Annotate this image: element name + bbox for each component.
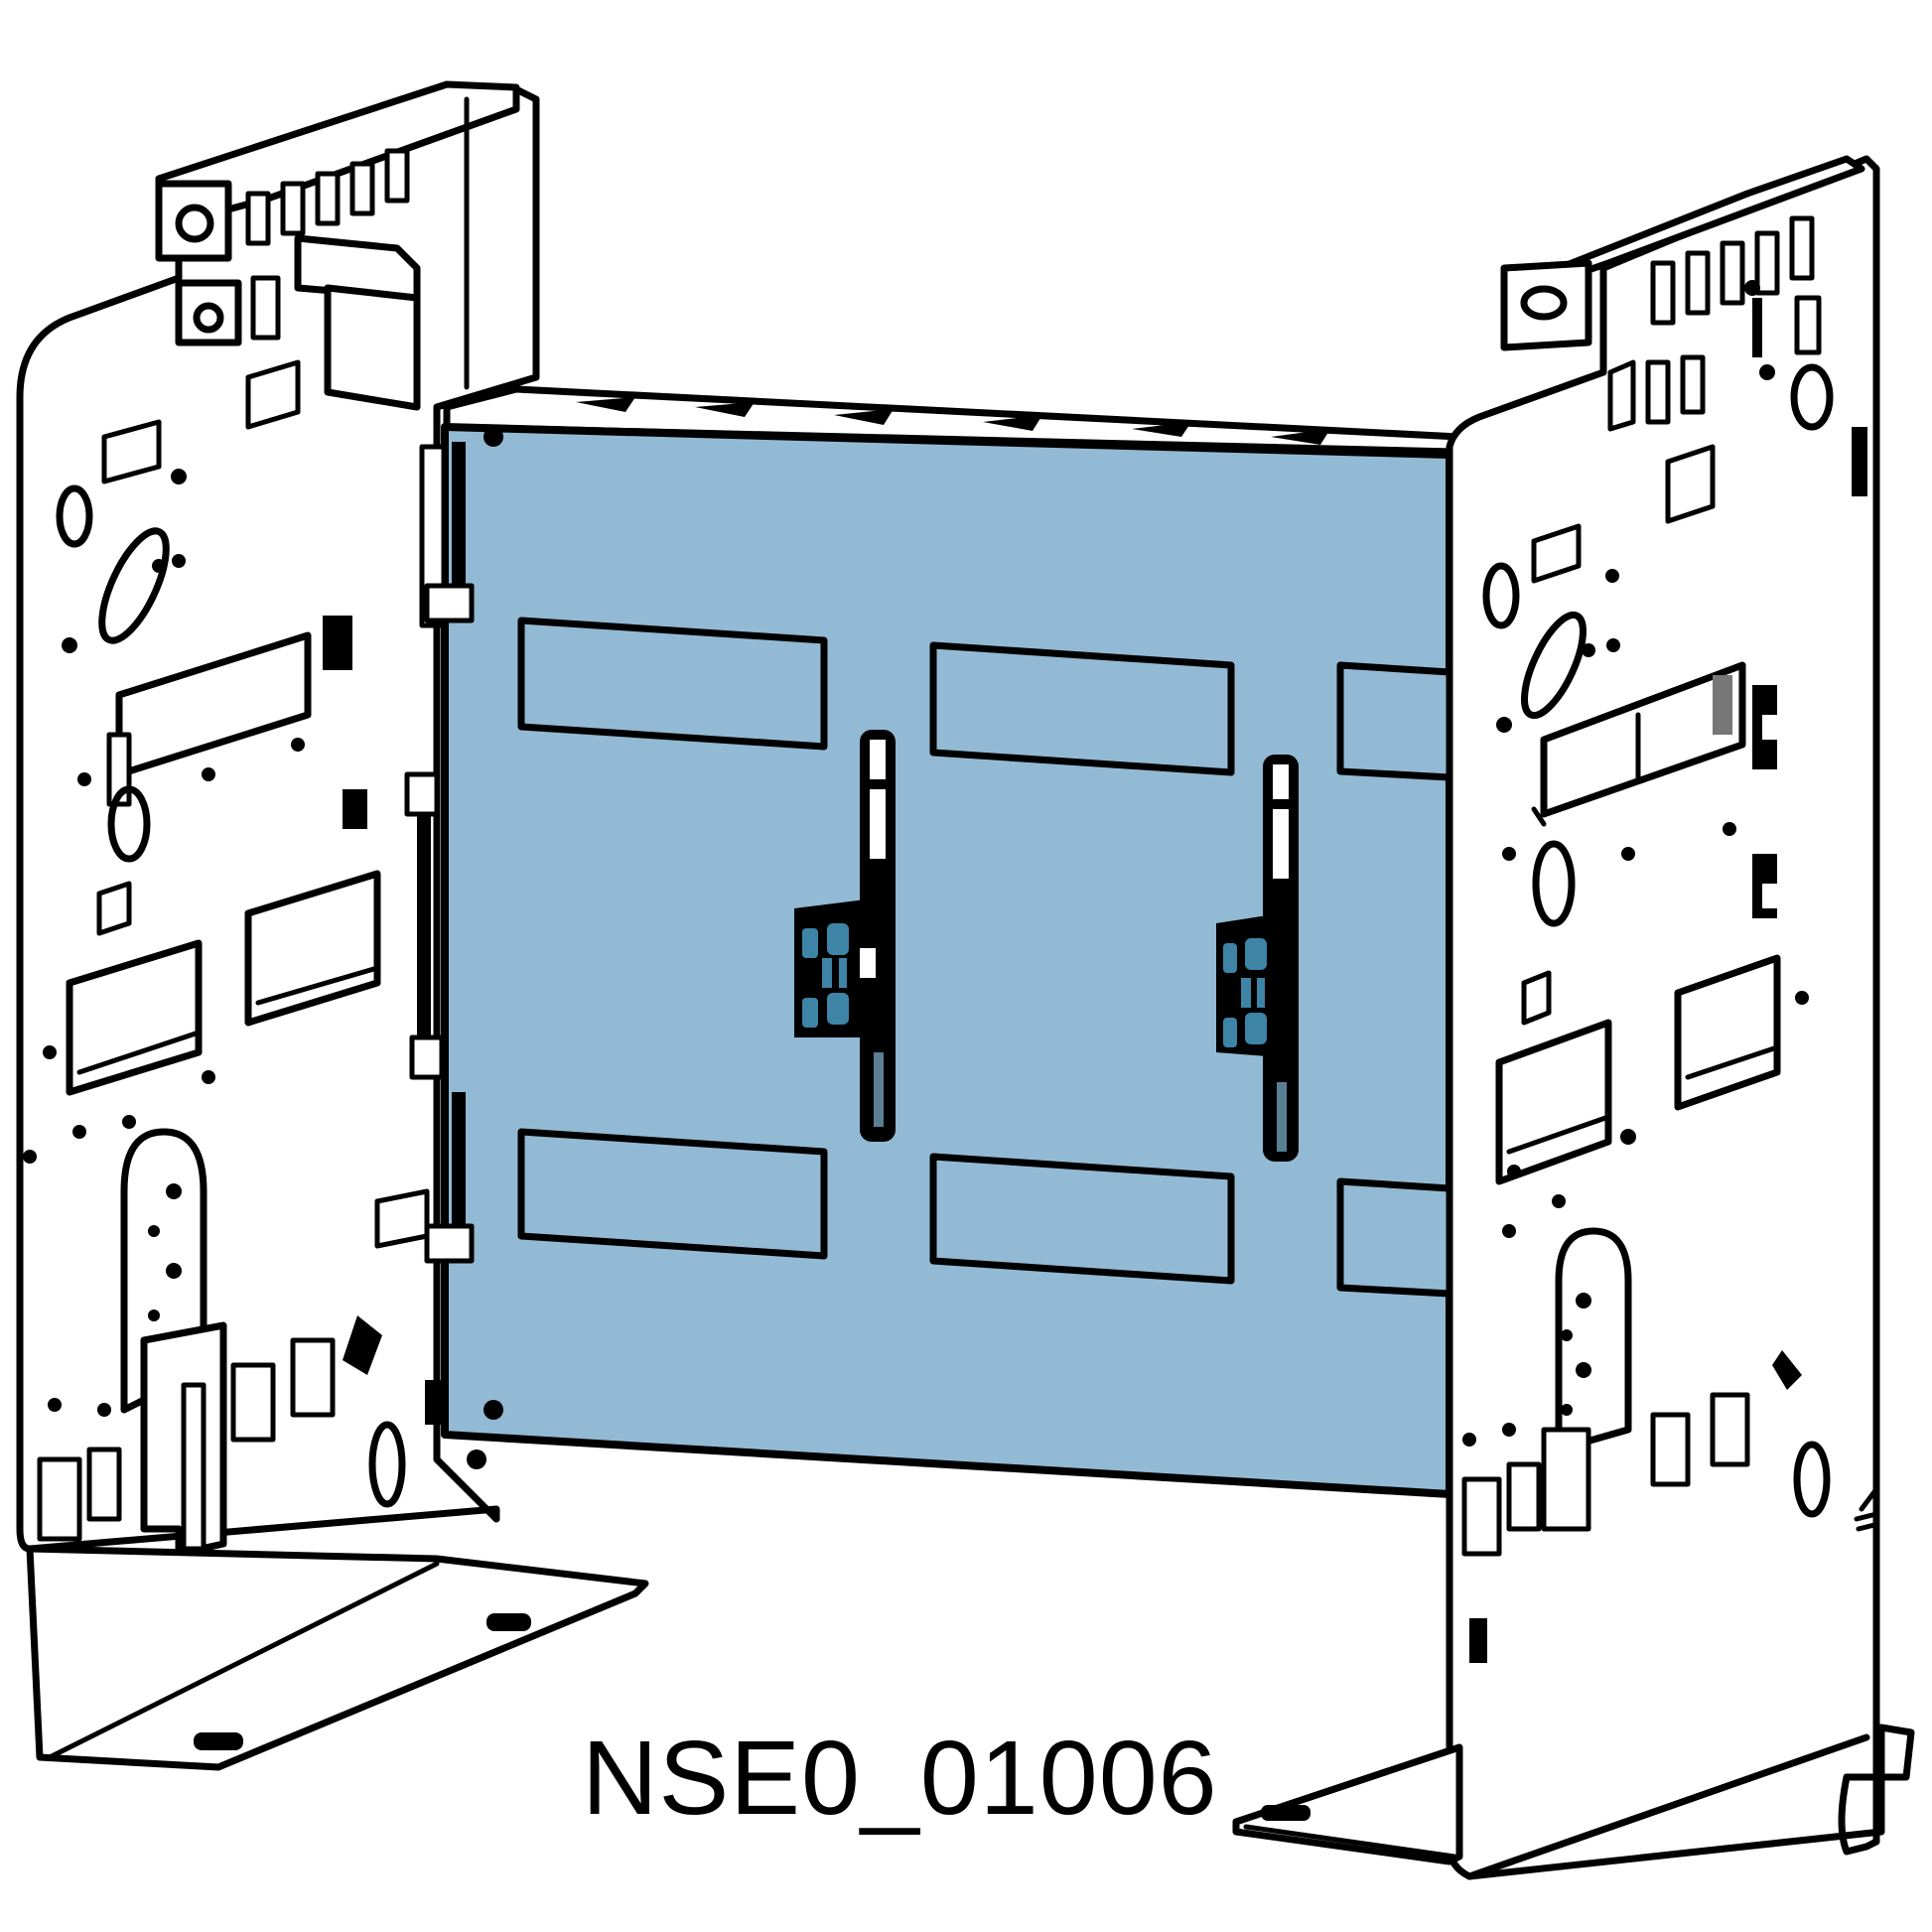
right-side-frame [1446, 155, 1915, 1880]
back-plate [374, 385, 1463, 1498]
figure-caption: NSE0_01006 [582, 1720, 1218, 1837]
right-clip [1216, 755, 1299, 1162]
right-foot [1232, 1733, 1870, 1880]
left-clip [794, 730, 896, 1142]
left-side-frame [16, 80, 540, 1558]
left-foot [26, 1545, 649, 1771]
